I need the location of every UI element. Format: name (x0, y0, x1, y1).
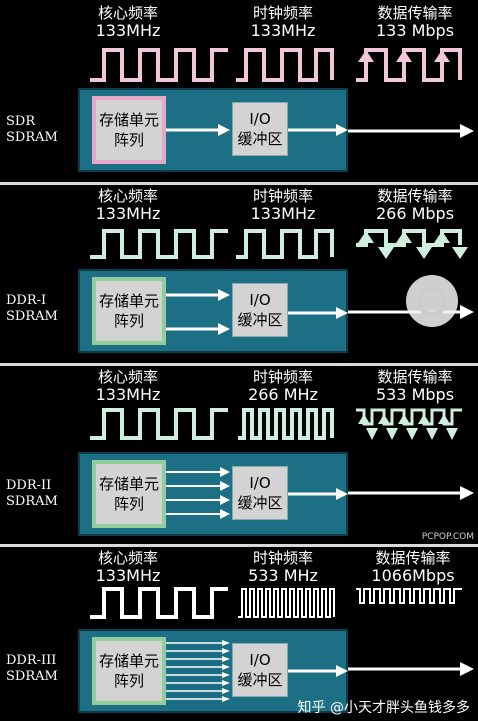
ddr1-waveforms (90, 229, 474, 327)
memory-cell-array: 存储单元阵列 (92, 277, 166, 345)
ddr3-waveforms (90, 587, 474, 676)
separator (0, 363, 478, 366)
zhihu-watermark: 知乎 @小天才胖头鱼钱多多 (297, 700, 470, 716)
sdr-waveforms (90, 48, 474, 138)
sdr-internal-arrows (166, 124, 348, 136)
ddr3-internal-arrows (166, 640, 348, 702)
memory-cell-array: 存储单元阵列 (92, 637, 166, 705)
separator (0, 544, 478, 547)
ddr2-waveforms (90, 408, 474, 500)
ddr1-internal-arrows (166, 289, 348, 335)
memory-cell-array: 存储单元阵列 (92, 460, 166, 528)
ddr2-internal-arrows (166, 467, 348, 519)
memory-cell-array: 存储单元阵列 (92, 96, 166, 164)
separator (0, 182, 478, 185)
pcpop-watermark: PCPOP.COM (421, 532, 474, 542)
